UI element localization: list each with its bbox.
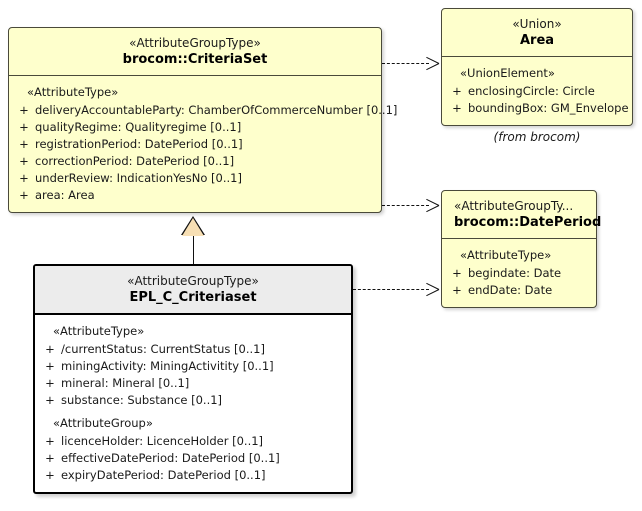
class-name: brocom::CriteriaSet xyxy=(122,52,268,67)
attribute-text: /currentStatus: CurrentStatus [0..1] xyxy=(61,342,265,356)
class-name: Area xyxy=(519,33,555,48)
attribute-row[interactable]: + registrationPeriod: DatePeriod [0..1] xyxy=(13,136,377,153)
dependency-line xyxy=(382,63,429,64)
visibility-marker: + xyxy=(45,468,55,482)
attribute-text: correctionPeriod: DatePeriod [0..1] xyxy=(35,154,235,168)
class-stereotype: «AttributeGroupType» xyxy=(127,274,259,288)
visibility-marker: + xyxy=(45,342,55,356)
class-box-dateperiod[interactable]: «AttributeGroupTy... brocom::DatePeriod … xyxy=(441,190,602,308)
visibility-marker: + xyxy=(19,171,29,185)
attribute-row[interactable]: + expiryDatePeriod: DatePeriod [0..1] xyxy=(39,467,347,484)
attribute-row[interactable]: + enclosingCircle: Circle xyxy=(446,83,628,100)
visibility-marker: + xyxy=(45,359,55,373)
attribute-row[interactable]: + licenceHolder: LicenceHolder [0..1] xyxy=(39,433,347,450)
attribute-row[interactable]: + begindate: Date xyxy=(446,265,592,282)
visibility-marker: + xyxy=(452,84,462,98)
attribute-group-label: «UnionElement» xyxy=(460,66,555,80)
attribute-text: registrationPeriod: DatePeriod [0..1] xyxy=(35,137,243,151)
attribute-text: begindate: Date xyxy=(468,266,562,280)
attribute-group-label: «AttributeType» xyxy=(27,85,119,99)
visibility-marker: + xyxy=(19,137,29,151)
attribute-row[interactable]: + /currentStatus: CurrentStatus [0..1] xyxy=(39,341,347,358)
generalization-line xyxy=(193,236,194,265)
attribute-text: miningActivity: MiningActivitity [0..1] xyxy=(61,359,274,373)
attribute-row[interactable]: + area: Area xyxy=(13,187,377,204)
visibility-marker: + xyxy=(452,266,462,280)
package-origin-note-area: (from brocom) xyxy=(493,130,581,144)
visibility-marker: + xyxy=(19,188,29,202)
attribute-row[interactable]: + deliveryAccountableParty: ChamberOfCom… xyxy=(13,102,397,119)
attribute-row[interactable]: + qualityRegime: Qualityregime [0..1] xyxy=(13,119,377,136)
class-attributes-dateperiod: «AttributeType» + begindate: Date + endD… xyxy=(442,239,596,307)
attribute-text: substance: Substance [0..1] xyxy=(61,393,223,407)
open-arrowhead-icon xyxy=(425,55,438,71)
visibility-marker: + xyxy=(19,103,29,117)
class-name: EPL_C_Criteriaset xyxy=(129,290,257,305)
generalization-triangle-icon xyxy=(182,218,204,236)
attribute-text: licenceHolder: LicenceHolder [0..1] xyxy=(61,434,264,448)
attribute-text: area: Area xyxy=(35,188,95,202)
open-arrowhead-icon xyxy=(425,281,438,297)
class-name: brocom::DatePeriod xyxy=(454,215,602,230)
attribute-group-label: «AttributeGroup» xyxy=(53,416,153,430)
attribute-row[interactable]: + miningActivity: MiningActivitity [0..1… xyxy=(39,358,347,375)
visibility-marker: + xyxy=(45,376,55,390)
open-arrowhead-icon xyxy=(425,197,438,213)
visibility-marker: + xyxy=(45,393,55,407)
attribute-text: mineral: Mineral [0..1] xyxy=(61,376,190,390)
attribute-text: underReview: IndicationYesNo [0..1] xyxy=(35,171,242,185)
attribute-row[interactable]: + correctionPeriod: DatePeriod [0..1] xyxy=(13,153,377,170)
class-stereotype: «AttributeGroupTy... xyxy=(454,199,574,213)
class-box-criteriaset[interactable]: «AttributeGroupType» brocom::CriteriaSet… xyxy=(8,27,397,213)
visibility-marker: + xyxy=(452,101,462,115)
attribute-group-label: «AttributeType» xyxy=(53,324,145,338)
attribute-row[interactable]: + boundingBox: GM_Envelope xyxy=(446,100,628,117)
attribute-group-label: «AttributeType» xyxy=(460,248,552,262)
attribute-text: enclosingCircle: Circle xyxy=(468,84,595,98)
attribute-text: qualityRegime: Qualityregime [0..1] xyxy=(35,120,242,134)
attribute-text: expiryDatePeriod: DatePeriod [0..1] xyxy=(61,468,266,482)
class-header-dateperiod: «AttributeGroupTy... brocom::DatePeriod xyxy=(442,191,602,239)
attribute-row[interactable]: + underReview: IndicationYesNo [0..1] xyxy=(13,170,377,187)
attribute-text: deliveryAccountableParty: ChamberOfComme… xyxy=(35,103,398,117)
class-header-area: «Union» Area xyxy=(442,9,632,57)
attribute-text: boundingBox: GM_Envelope xyxy=(468,101,629,115)
class-header-criteriaset: «AttributeGroupType» brocom::CriteriaSet xyxy=(9,28,381,76)
class-attributes-area: «UnionElement» + enclosingCircle: Circle… xyxy=(442,57,632,125)
class-box-epl-criteriaset[interactable]: «AttributeGroupType» EPL_C_Criteriaset «… xyxy=(33,264,353,494)
visibility-marker: + xyxy=(45,451,55,465)
dependency-line xyxy=(353,289,429,290)
visibility-marker: + xyxy=(45,434,55,448)
class-attributes-epl-criteriaset: «AttributeType» + /currentStatus: Curren… xyxy=(35,315,351,492)
attribute-row[interactable]: + endDate: Date xyxy=(446,282,592,299)
attribute-text: effectiveDatePeriod: DatePeriod [0..1] xyxy=(61,451,280,465)
attribute-row[interactable]: + effectiveDatePeriod: DatePeriod [0..1] xyxy=(39,450,347,467)
dependency-line xyxy=(382,205,429,206)
class-stereotype: «Union» xyxy=(512,17,562,31)
attribute-row[interactable]: + substance: Substance [0..1] xyxy=(39,392,347,409)
visibility-marker: + xyxy=(19,154,29,168)
visibility-marker: + xyxy=(452,283,462,297)
class-header-epl-criteriaset: «AttributeGroupType» EPL_C_Criteriaset xyxy=(35,266,351,315)
attribute-row[interactable]: + mineral: Mineral [0..1] xyxy=(39,375,347,392)
visibility-marker: + xyxy=(19,120,29,134)
class-attributes-criteriaset: «AttributeType» + deliveryAccountablePar… xyxy=(9,76,397,212)
class-box-area[interactable]: «Union» Area «UnionElement» + enclosingC… xyxy=(441,8,633,126)
attribute-text: endDate: Date xyxy=(468,283,553,297)
class-stereotype: «AttributeGroupType» xyxy=(129,36,261,50)
